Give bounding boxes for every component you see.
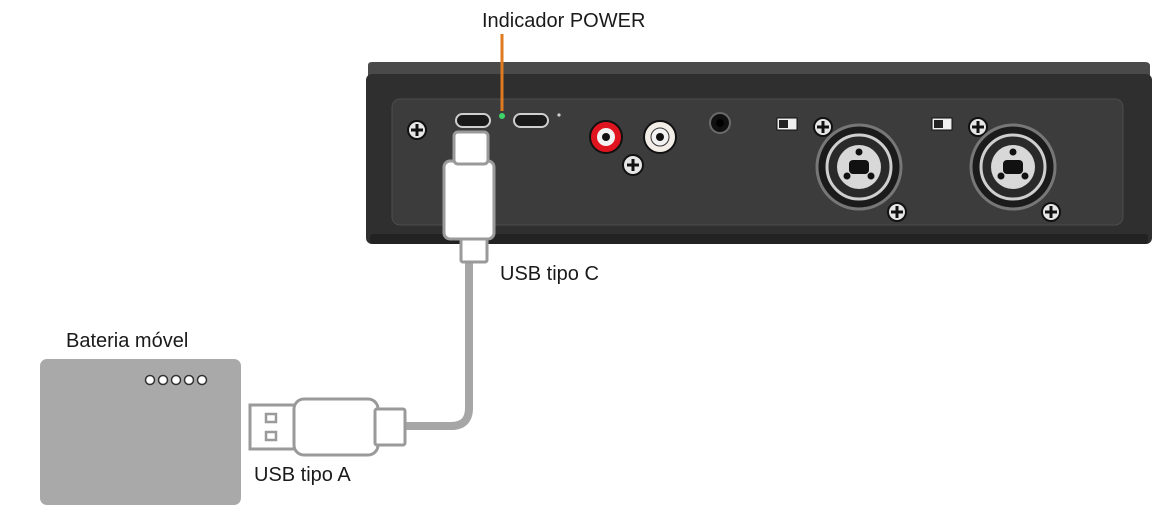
screw-icon [622,154,644,176]
screw-icon [813,117,833,137]
battery-level-indicator-icon [144,374,208,386]
usb-a-plug-icon [248,397,407,457]
usb-c-plug-icon [442,130,496,264]
audio-interface-device [366,62,1152,244]
mobile-battery [40,359,241,505]
rca-jack-red [589,120,623,154]
screw-icon [887,202,907,222]
usb-type-c-label: USB tipo C [500,263,599,285]
mobile-battery-label: Bateria móvel [66,330,188,352]
headphone-jack [709,112,731,134]
usb-type-a-label: USB tipo A [254,464,351,486]
screw-icon [968,117,988,137]
power-led-indicator [499,113,505,119]
usb-c-port [455,113,491,128]
xlr-combo-jack-2 [969,123,1057,211]
xlr-combo-jack-1 [815,123,903,211]
device-bottom-edge [370,234,1148,244]
screw-icon [407,120,427,140]
switch-1-knob [779,120,788,128]
pinhole [557,113,561,117]
usb-c-port-2 [513,113,549,128]
screw-icon [1041,202,1061,222]
rca-jack-white [643,120,677,154]
power-indicator-label: Indicador POWER [482,10,645,32]
usb-cable [399,258,473,430]
switch-2-knob [934,120,943,128]
